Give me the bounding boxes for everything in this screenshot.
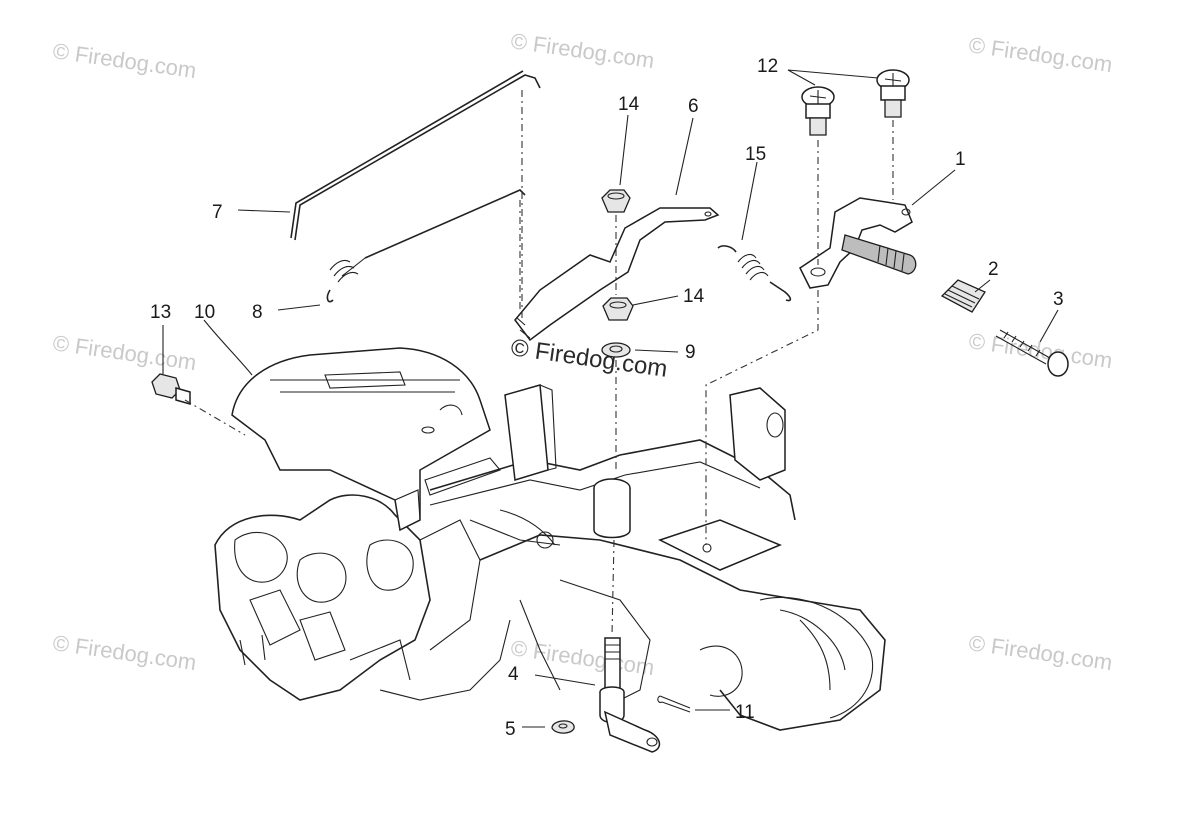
watermark-mid-left: © Firedog.com [51, 330, 198, 375]
part-label-3: 3 [1053, 289, 1064, 310]
part-label-14-lower: 14 [683, 286, 705, 307]
part-label-8: 8 [252, 302, 263, 323]
watermark-top-right: © Firedog.com [967, 32, 1114, 77]
watermark-bottom-right: © Firedog.com [967, 630, 1114, 675]
stop-bracket [799, 197, 917, 289]
split-pin [657, 695, 691, 713]
part-label-10: 10 [194, 302, 215, 323]
part-label-2: 2 [988, 259, 999, 280]
part-label-14-upper: 14 [618, 94, 640, 115]
control-rod [290, 70, 541, 241]
nut-lower [602, 297, 634, 321]
screw-left [801, 86, 835, 136]
lever-bracket [514, 207, 720, 342]
part-label-5: 5 [505, 719, 516, 740]
engine-cover [231, 347, 501, 532]
part-label-4: 4 [508, 664, 519, 685]
part-label-15: 15 [745, 144, 766, 165]
screw-right [876, 69, 910, 118]
watermark-mid-right: © Firedog.com [967, 328, 1114, 373]
part-label-6: 6 [688, 96, 699, 117]
part-label-7: 7 [212, 202, 223, 223]
nut-upper [601, 189, 631, 213]
spring-rod [326, 189, 526, 303]
return-spring [717, 245, 792, 302]
part-labels: 1 2 3 4 5 6 7 8 9 10 11 12 13 14 14 15 [150, 56, 1064, 740]
watermarks: © Firedog.com © Firedog.com © Firedog.co… [51, 28, 1114, 680]
plug [151, 373, 191, 405]
control-shaft [599, 637, 661, 753]
frame-bracket [429, 384, 796, 571]
watermark-top-center: © Firedog.com [509, 28, 656, 73]
adjusting-screw [995, 329, 1069, 377]
watermark-bottom-center: © Firedog.com [509, 635, 656, 680]
watermark-center: © Firedog.com [509, 334, 669, 383]
watermark-top-left: © Firedog.com [51, 38, 198, 83]
circlip [551, 720, 575, 734]
part-label-9: 9 [685, 342, 696, 363]
stop-spring [940, 279, 986, 313]
leader-lines [162, 69, 1059, 728]
part-label-12: 12 [757, 56, 778, 77]
alignment-lines [184, 90, 894, 636]
part-label-13: 13 [150, 302, 171, 323]
washer [601, 342, 631, 358]
watermark-bottom-left: © Firedog.com [51, 630, 198, 675]
engine-frame-assembly [214, 494, 886, 731]
part-label-11: 11 [735, 702, 755, 723]
part-label-1: 1 [955, 149, 966, 170]
